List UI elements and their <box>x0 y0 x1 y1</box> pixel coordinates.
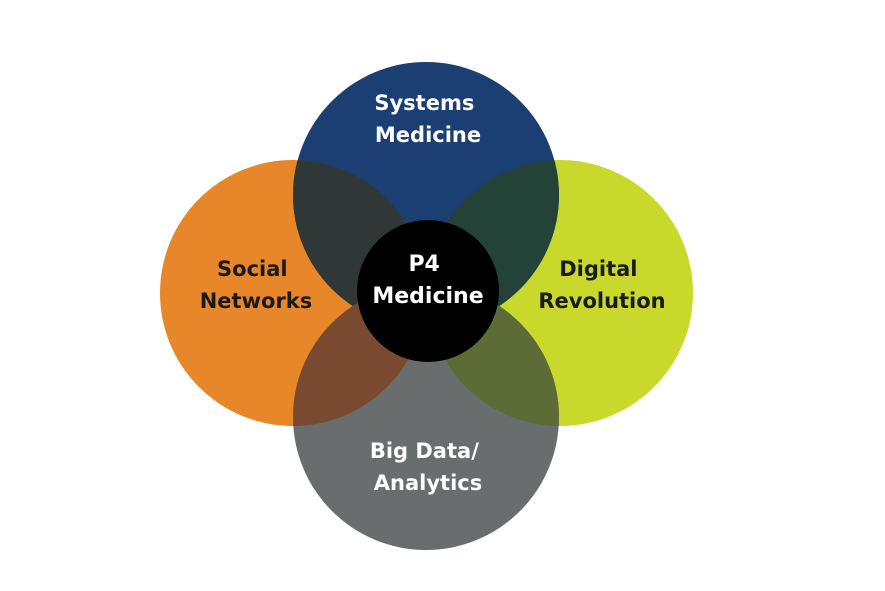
systems-medicine-label: Systems Medicine <box>374 91 481 147</box>
p4-medicine-label-line1: P4 <box>408 252 439 277</box>
systems-medicine-label-line2: Medicine <box>375 123 481 147</box>
social-networks-label-line1: Social <box>217 257 288 281</box>
systems-medicine-label-line1: Systems <box>374 91 474 115</box>
digital-revolution-label-line2: Revolution <box>538 289 665 313</box>
p4-medicine-label: P4 Medicine <box>372 252 483 309</box>
social-networks-label-line2: Networks <box>200 289 313 313</box>
p4-medicine-label-line2: Medicine <box>372 284 483 309</box>
overlap-top-left <box>293 160 426 328</box>
overlap-bottom-right <box>427 284 559 426</box>
big-data-analytics-label: Big Data/ Analytics <box>370 439 486 495</box>
overlap-top-right <box>427 160 559 328</box>
big-data-analytics-label-line1: Big Data/ <box>370 439 479 463</box>
big-data-analytics-label-line2: Analytics <box>374 471 482 495</box>
overlap-bottom-left <box>293 284 426 426</box>
digital-revolution-label-line1: Digital <box>559 257 637 281</box>
social-networks-label: Social Networks <box>200 257 313 313</box>
digital-revolution-label: Digital Revolution <box>538 257 665 313</box>
p4-medicine-center-circle <box>357 220 499 362</box>
